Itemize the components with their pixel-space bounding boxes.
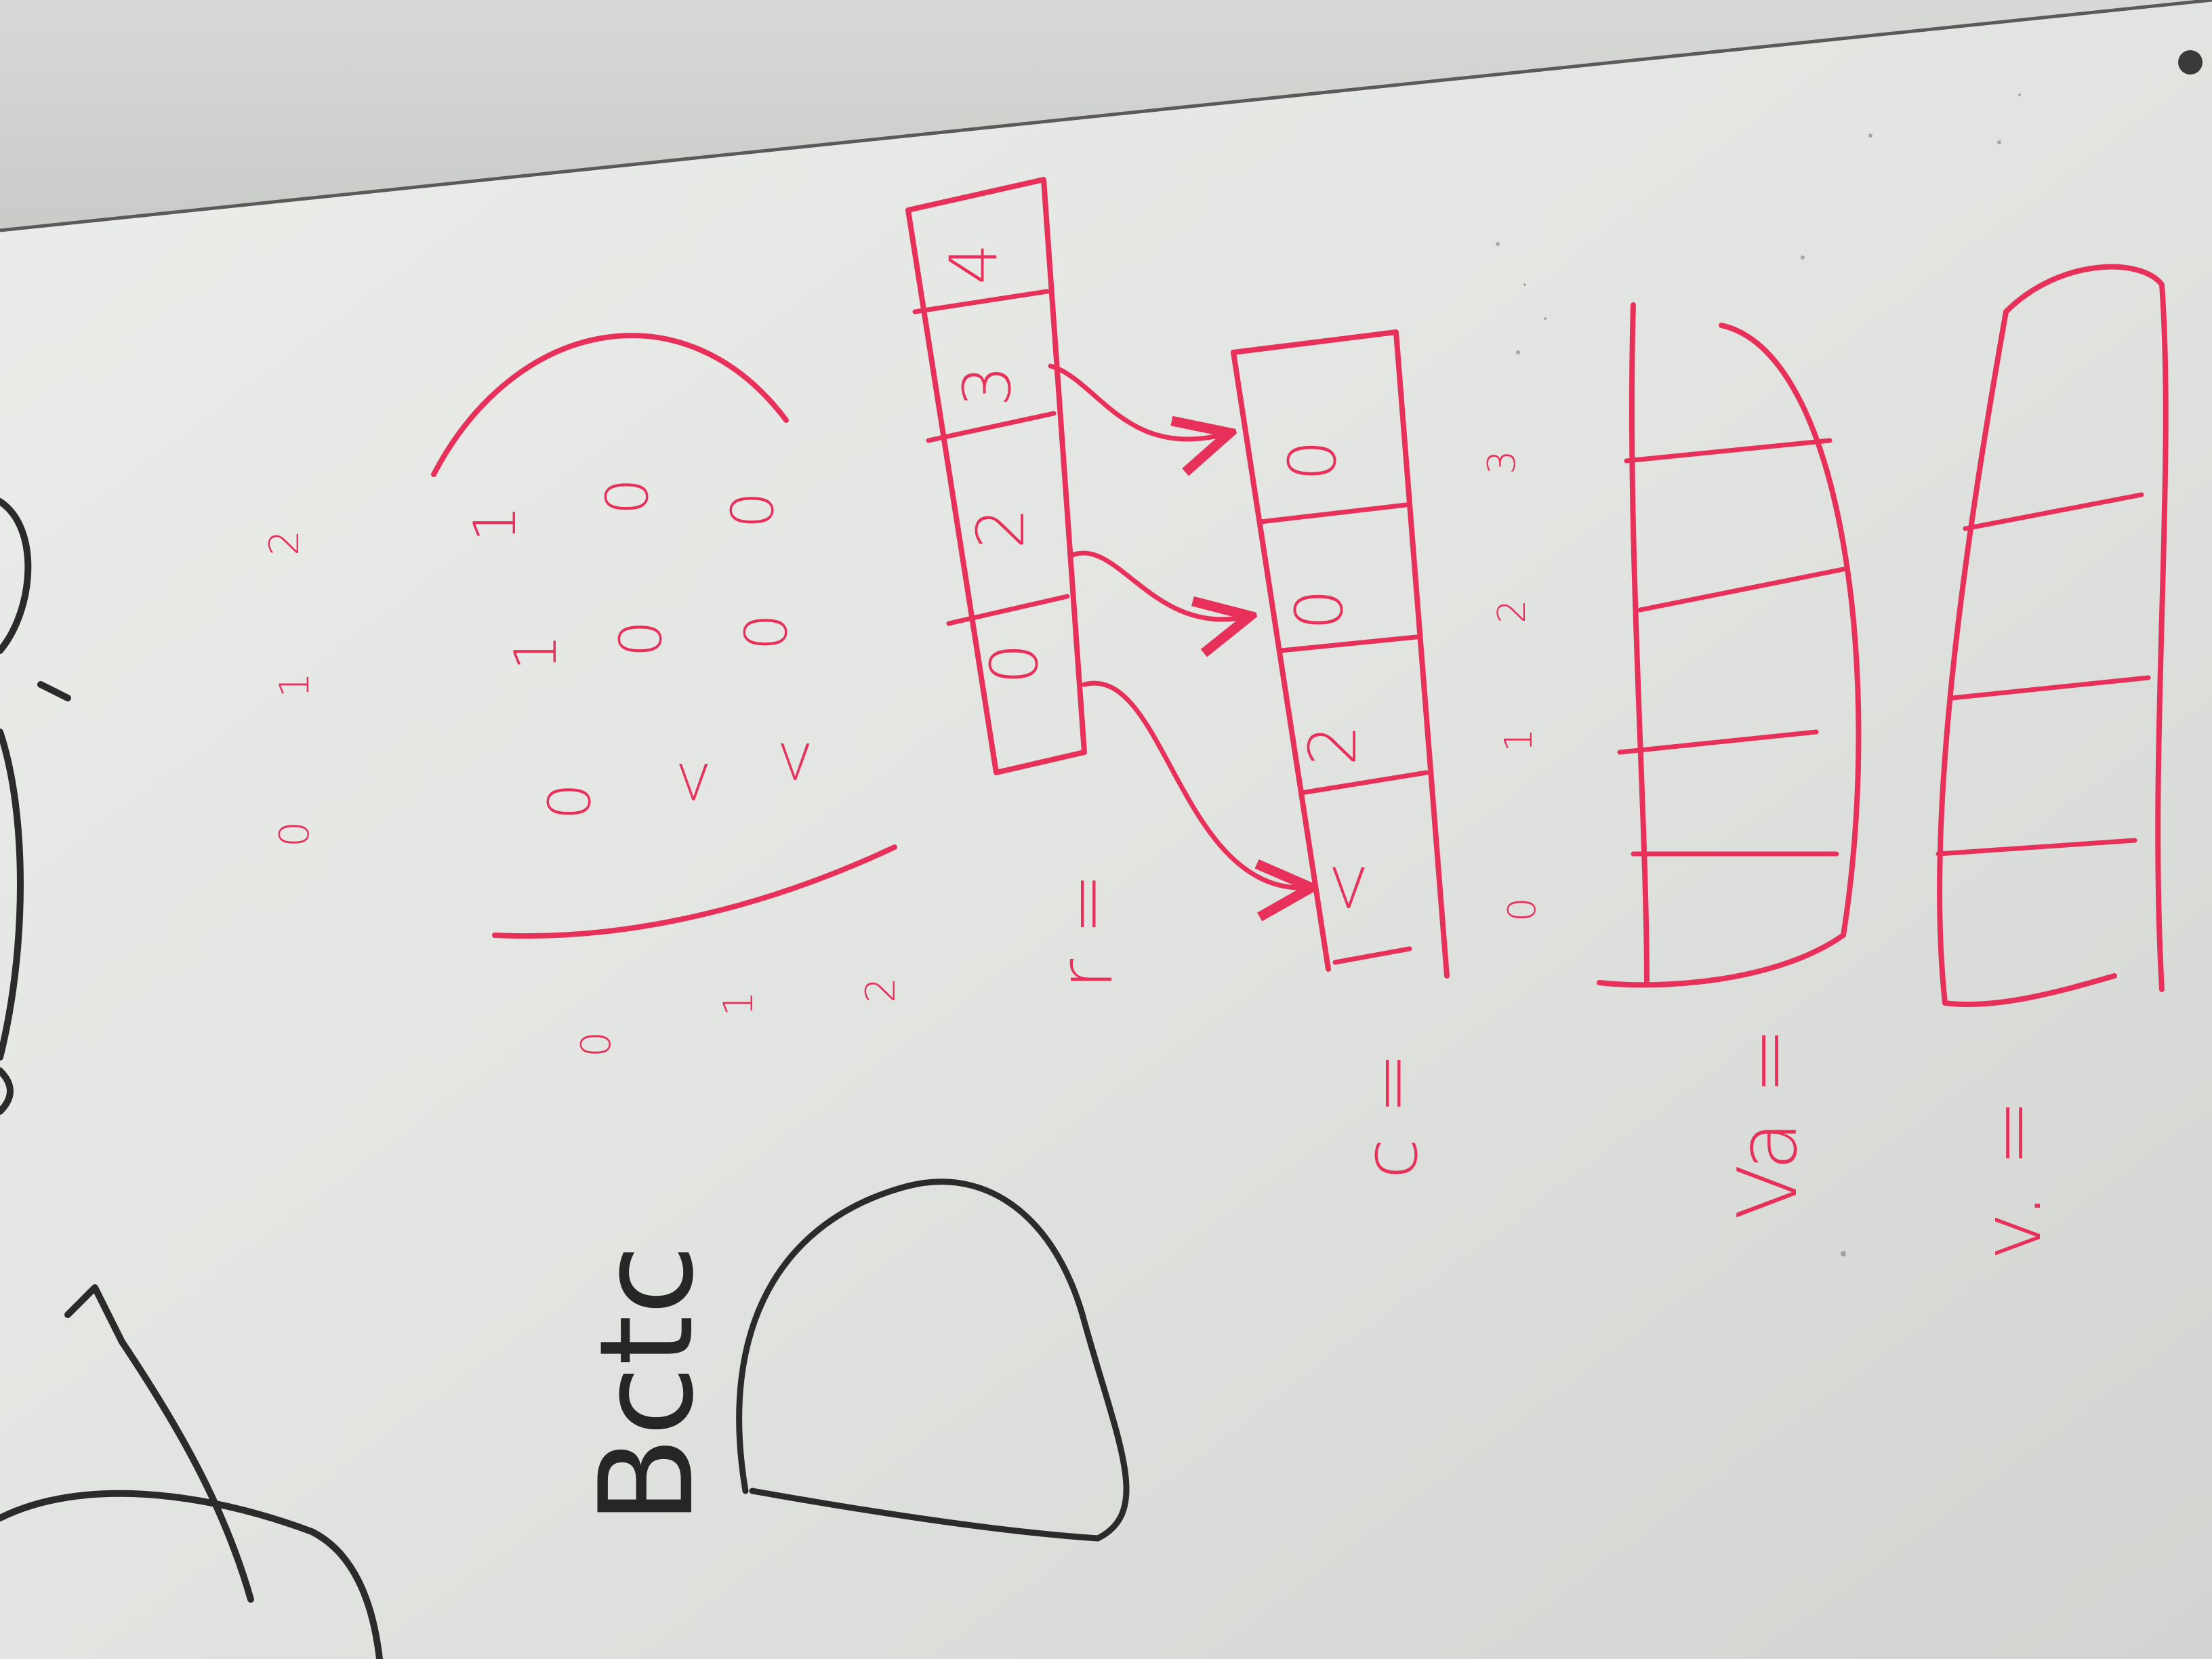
screw-head [2178, 50, 2203, 75]
array-v: v. = [1936, 264, 2169, 1261]
c-index: 1 [1497, 728, 1541, 752]
r-cell: 0 [977, 643, 1052, 684]
c-index: 3 [1480, 450, 1524, 474]
pointer-arrows [1048, 363, 1308, 888]
array-r: 0 2 3 4 r = [905, 177, 1129, 989]
r-cell: 4 [936, 243, 1012, 285]
handwritten-word: Bctc [572, 1244, 722, 1525]
matrix-cell: 1 [462, 505, 529, 542]
row-index: 0 [271, 821, 319, 847]
matrix-cell: < [760, 737, 827, 786]
r-cell: 2 [963, 508, 1039, 549]
c-label: c = [1347, 1052, 1434, 1179]
matrix-right-bracket [431, 333, 789, 477]
matrix-group: 0 < < 1 0 0 1 0 0 0 1 2 0 1 2 [261, 333, 905, 1057]
black-doodles [0, 498, 1130, 1659]
matrix-cell: 0 [607, 620, 675, 657]
c-cell: 0 [1282, 589, 1357, 630]
r-label: r = [1042, 873, 1129, 989]
va-label: Va = [1721, 1027, 1816, 1220]
v-label: v. = [1965, 1099, 2060, 1261]
matrix-cell: 0 [536, 783, 604, 820]
matrix-cell: < [658, 758, 726, 806]
matrix-cell: 0 [719, 491, 787, 529]
row-index: 1 [271, 672, 319, 698]
col-index: 0 [573, 1031, 620, 1057]
array-c: < 2 0 0 0 1 2 3 c = [1231, 329, 1544, 1179]
matrix-cell: 1 [502, 634, 570, 671]
c-index: 0 [1500, 897, 1544, 922]
col-index: 1 [715, 991, 762, 1017]
c-cell: 2 [1295, 724, 1371, 766]
board-edge-line [0, 0, 2212, 232]
c-cell: 0 [1275, 440, 1351, 481]
r-cell: 3 [949, 365, 1025, 407]
matrix-cell: 0 [733, 613, 800, 651]
c-cell: < [1309, 861, 1385, 915]
matrix-left-bracket [492, 844, 897, 939]
eraser-specks [1496, 94, 2021, 1256]
col-index: 2 [857, 977, 905, 1003]
c-index: 2 [1490, 599, 1534, 623]
matrix-cell: 0 [594, 478, 661, 515]
array-va: Va = [1597, 302, 1862, 1220]
row-index: 2 [261, 530, 308, 556]
